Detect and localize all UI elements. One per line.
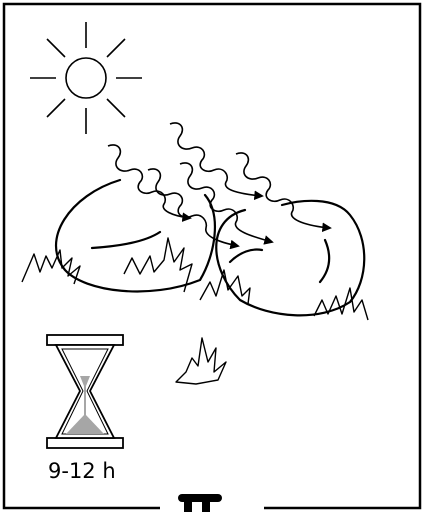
logo-icon xyxy=(178,494,222,512)
grass-tuft-left xyxy=(22,250,80,284)
stone-left xyxy=(56,180,215,291)
hourglass-bottom-plate xyxy=(47,438,123,448)
duration-label: 9-12 h xyxy=(48,459,116,483)
stone-right-crease xyxy=(230,250,262,263)
stone-right-inner xyxy=(320,240,329,282)
heat-wave-arrow xyxy=(108,145,190,218)
grass-tuft-right xyxy=(314,288,368,320)
heat-wave-arrow xyxy=(236,153,330,228)
heat-wave-arrow xyxy=(148,169,238,246)
hourglass-top-plate xyxy=(47,335,123,345)
sun-icon xyxy=(30,22,142,134)
grass-tuft-center xyxy=(200,270,250,304)
stone-left-crease xyxy=(92,232,160,248)
heat-wave-arrows-icon xyxy=(108,123,330,246)
hourglass-icon xyxy=(47,335,123,448)
grass-tuft-bottom xyxy=(176,338,226,384)
grass-tuft-mid xyxy=(124,238,192,292)
stones-icon xyxy=(56,180,364,315)
stone-right xyxy=(216,201,364,315)
